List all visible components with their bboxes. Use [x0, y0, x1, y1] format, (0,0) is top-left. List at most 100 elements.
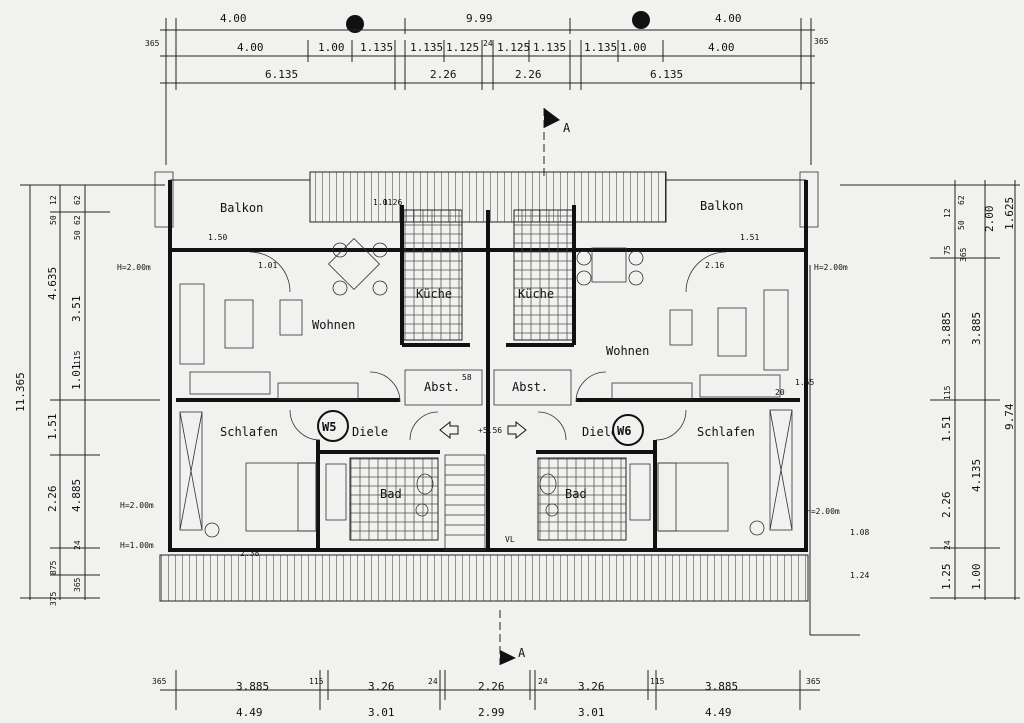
bottom-dimension-texts: 365 3.885 115 3.26 24 2.26 24 3.26 115 3… [152, 677, 821, 719]
height-note-5: H=2.00m [806, 507, 840, 516]
small-label-1: 1.26 [383, 198, 402, 207]
left-dim-8: 365 [73, 577, 82, 592]
building-walls [154, 171, 819, 602]
small-label-2: 1.50 [208, 233, 227, 242]
left-dimension-lines [20, 184, 165, 600]
height-note-1: H=2.00m [117, 263, 151, 272]
bottom-r1-6: 24 [538, 677, 548, 686]
bottom-r1-7: 3.26 [578, 680, 605, 693]
dim-r3-0: 6.135 [265, 68, 298, 81]
left-dim-3: 1.01 [70, 364, 83, 391]
bottom-r1-5: 2.26 [478, 680, 505, 693]
section-label-bottom: A [518, 646, 526, 660]
room-abst-left: Abst. [424, 380, 460, 394]
small-label-7: 2.38 [240, 549, 259, 558]
left-dimension-texts: 11.365 4.635 3.51 1.01 1.51 2.26 4.885 8… [14, 195, 83, 606]
left-dim-16: 24 [73, 540, 82, 550]
right-dim-5: 9.74 [1003, 403, 1016, 430]
dim-edge-right: 365 [814, 37, 829, 46]
room-wohnen-right: Wohnen [606, 344, 649, 358]
dim-r2-2: 1.135 [360, 41, 393, 54]
arrow-left-icon [439, 420, 459, 440]
dim-r2-9: 1.00 [620, 41, 647, 54]
height-note-4: H=1.00m [120, 541, 154, 550]
bottom-r2-1: 3.01 [368, 706, 395, 719]
left-dim-0: 11.365 [14, 372, 27, 412]
dim-r3-3: 6.135 [650, 68, 683, 81]
left-dim-1: 4.635 [46, 267, 59, 300]
small-label-6: 58 [462, 373, 472, 382]
room-labels: Balkon Balkon Wohnen Wohnen Küche Küche … [220, 199, 755, 501]
small-label-0: 1.01 [373, 198, 392, 207]
left-dim-6: 4.885 [70, 479, 83, 512]
right-dim-11: 62 [957, 195, 966, 205]
height-note-2: H=2.00m [814, 263, 848, 272]
right-dim-13: 75 [943, 245, 952, 255]
unit-w5: W5 [322, 420, 336, 434]
bottom-r1-10: 365 [806, 677, 821, 686]
punch-hole-left [346, 15, 364, 33]
room-diele-right: Diele [582, 425, 618, 439]
room-schlafen-right: Schlafen [697, 425, 755, 439]
bottom-r1-8: 115 [650, 677, 665, 686]
small-label-10: 1.65 [795, 378, 814, 387]
right-dim-14: 365 [959, 247, 968, 262]
bottom-r2-0: 4.49 [236, 706, 263, 719]
right-dim-0: 1.625 [1003, 197, 1016, 230]
room-balkon-left: Balkon [220, 201, 263, 215]
dim-r2-10: 4.00 [708, 41, 735, 54]
left-dim-10: 12 [49, 195, 58, 205]
room-kueche-left: Küche [416, 287, 452, 301]
room-schlafen-left: Schlafen [220, 425, 278, 439]
small-label-3: 1.51 [740, 233, 759, 242]
dim-edge-left: 365 [145, 39, 160, 48]
small-label-5: 2.16 [705, 261, 724, 270]
left-dim-9: 375 [49, 591, 58, 606]
bottom-r2-2: 2.99 [478, 706, 505, 719]
dim-r2-6: 1.125 [497, 41, 530, 54]
dim-r2-5: 24 [483, 39, 493, 48]
right-dim-8: 1.25 [940, 564, 953, 591]
top-dimension-texts: 4.00 9.99 4.00 4.00 1.00 1.135 1.135 1.1… [145, 12, 829, 81]
room-balkon-right: Balkon [700, 199, 743, 213]
furniture [179, 237, 793, 538]
dim-top-4-00-left: 4.00 [220, 12, 247, 25]
bottom-r1-4: 24 [428, 677, 438, 686]
small-label-8: 1.08 [850, 528, 869, 537]
arrow-right-icon [507, 420, 527, 440]
dim-r2-1: 1.00 [318, 41, 345, 54]
right-dim-1: 2.00 [983, 206, 996, 233]
level-marker: +5.56 [478, 426, 502, 435]
left-dim-4: 1.51 [46, 414, 59, 441]
right-dim-16: 24 [943, 540, 952, 550]
bottom-r2-3: 3.01 [578, 706, 605, 719]
section-label-top: A [563, 121, 571, 135]
left-dim-7: 875 [49, 560, 58, 575]
bottom-r1-3: 3.26 [368, 680, 395, 693]
section-marker-bottom: A [499, 610, 526, 665]
room-bad-right: Bad [565, 487, 587, 501]
interior-dimension-labels: 1.01 1.26 1.50 1.51 1.01 2.16 58 2.38 1.… [208, 198, 869, 580]
top-dimension-lines [160, 18, 815, 165]
left-dim-5: 2.26 [46, 486, 59, 513]
bottom-r2-4: 4.49 [705, 706, 732, 719]
right-dimension-texts: 1.625 2.00 3.885 3.885 4.135 9.74 1.51 2… [940, 195, 1016, 590]
room-diele-left: Diele [352, 425, 388, 439]
right-dim-12: 50 [957, 220, 966, 230]
dim-r3-2: 2.26 [515, 68, 542, 81]
right-dim-15: 115 [943, 385, 952, 400]
right-dim-3: 3.885 [970, 312, 983, 345]
height-note-3: H=2.00m [120, 501, 154, 510]
left-dim-14: 50 [73, 230, 82, 240]
bottom-r1-2: 115 [309, 677, 324, 686]
bottom-r1-1: 3.885 [236, 680, 269, 693]
right-dim-2: 3.885 [940, 312, 953, 345]
left-dim-13: 62 [73, 215, 82, 225]
bottom-r1-9: 3.885 [705, 680, 738, 693]
dim-r2-3: 1.135 [410, 41, 443, 54]
unit-markers: W5 W6 [317, 410, 644, 446]
small-label-12: VL [505, 535, 515, 544]
unit-w6: W6 [617, 424, 631, 438]
bottom-r1-0: 365 [152, 677, 167, 686]
